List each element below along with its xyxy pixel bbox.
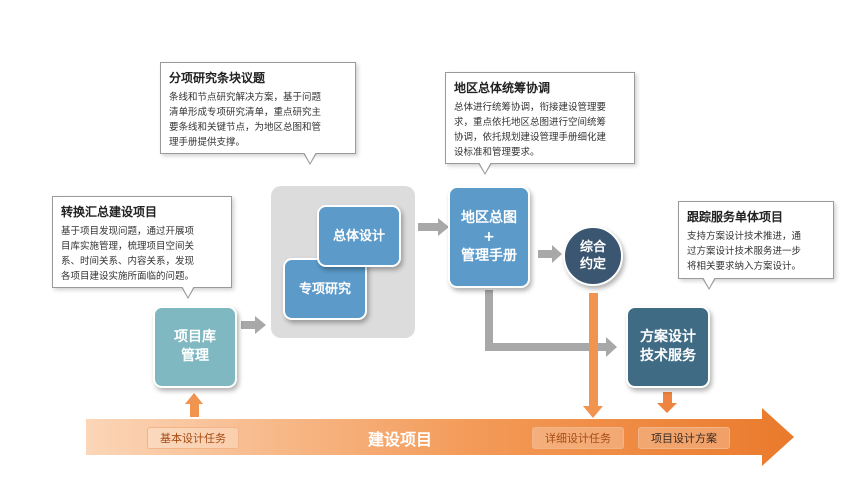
callout-line: 设标准和管理要求。	[454, 147, 540, 158]
detailed-design-task-tag: 详细设计任务	[532, 427, 624, 449]
project-design-scheme-tag: 项目设计方案	[638, 427, 730, 449]
special-study-box: 专项研究	[283, 258, 367, 320]
callout-body: 总体进行统筹协调，衔接建设管理要 求，重点依托地区总图进行空间统筹 协调，依托规…	[454, 100, 626, 160]
arrow-bar-to-library	[185, 393, 203, 404]
callout-line: 过方案设计技术服务进一步	[687, 246, 802, 257]
callout-line: 将相关要求纳入方案设计。	[687, 261, 802, 272]
callout-pointer	[702, 277, 716, 290]
callout-pointer	[181, 286, 195, 299]
callout-body: 基于项目发现问题，通过开展项 目库实施管理，梳理项目空间关 系、时间关系、内容关…	[61, 224, 223, 284]
arrow-agreement-to-bar	[589, 293, 598, 408]
callout-pointer	[303, 152, 317, 165]
construction-project-label: 建设项目	[367, 430, 432, 449]
project-library-box: 项目库 管理	[153, 306, 237, 388]
callout-line: 求，重点依托地区总图进行空间统筹	[454, 117, 607, 128]
callout-line: 系、时间关系、内容关系，发现	[61, 256, 195, 267]
arrow-map-to-agreement	[538, 250, 552, 258]
callout-line: 支持方案设计技术推进，通	[687, 231, 802, 242]
regional-map-box: 地区总图 + 管理手册	[448, 186, 530, 288]
callout-body: 支持方案设计技术推进，通 过方案设计技术服务进一步 将相关要求纳入方案设计。	[687, 229, 825, 274]
callout-line: 要条线和关键节点，为地区总图和管	[169, 122, 322, 133]
callout-line: 条线和节点研究解决方案，基于问题	[169, 92, 322, 103]
callout-title: 跟踪服务单体项目	[687, 210, 784, 224]
callout-line: 总体进行统筹协调，衔接建设管理要	[454, 102, 607, 113]
callout-convert: 转换汇总建设项目 基于项目发现问题，通过开展项 目库实施管理，梳理项目空间关 系…	[52, 196, 232, 288]
callout-pointer	[478, 162, 492, 175]
callout-regional: 地区总体统筹协调 总体进行统筹协调，衔接建设管理要 求，重点依托地区总图进行空间…	[445, 72, 635, 164]
callout-line: 各项目建设实施所面临的问题。	[61, 271, 195, 282]
overall-design-box: 总体设计	[317, 205, 401, 267]
callout-title: 地区总体统筹协调	[454, 81, 551, 95]
arrow-library-to-panel	[241, 321, 255, 329]
integrated-agreement-circle: 综合 约定	[563, 226, 623, 286]
arrow-scheme-to-bar	[663, 392, 672, 404]
scheme-service-box: 方案设计 技术服务	[626, 306, 710, 388]
arrow-panel-to-map	[418, 223, 438, 231]
callout-line: 协调，依托规划建设管理手册细化建	[454, 132, 607, 143]
callout-line: 清单形成专项研究清单，重点研究主	[169, 107, 322, 118]
callout-tracking: 跟踪服务单体项目 支持方案设计技术推进，通 过方案设计技术服务进一步 将相关要求…	[678, 201, 834, 279]
callout-line: 目库实施管理，梳理项目空间关	[61, 241, 195, 252]
construction-project-bar	[86, 408, 794, 466]
callout-special-research: 分项研究条块议题 条线和节点研究解决方案，基于问题 清单形成专项研究清单，重点研…	[160, 62, 356, 154]
callout-title: 分项研究条块议题	[169, 71, 266, 85]
callout-body: 条线和节点研究解决方案，基于问题 清单形成专项研究清单，重点研究主 要条线和关键…	[169, 90, 347, 150]
callout-title: 转换汇总建设项目	[61, 205, 158, 219]
basic-design-task-tag: 基本设计任务	[147, 427, 239, 449]
connector-map-to-scheme-v	[485, 290, 493, 350]
connector-map-to-scheme-h	[485, 343, 607, 351]
callout-line: 理手册提供支撑。	[169, 137, 246, 148]
callout-line: 基于项目发现问题，通过开展项	[61, 226, 195, 237]
